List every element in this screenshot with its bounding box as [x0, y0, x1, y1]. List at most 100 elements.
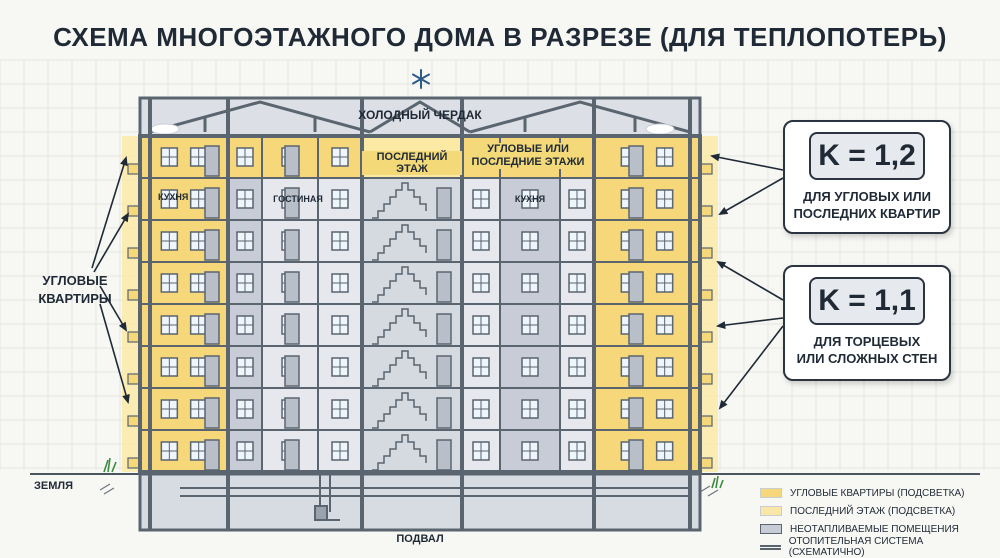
- coefficient-value: K = 1,2: [809, 132, 925, 180]
- window-icon: [568, 399, 586, 419]
- window-icon: [472, 399, 490, 419]
- legend-swatch: [760, 544, 781, 550]
- window-icon: [331, 399, 349, 419]
- legend-swatch: [760, 506, 782, 516]
- window-icon: [568, 231, 586, 251]
- window-icon: [655, 273, 674, 293]
- legend-item: ОТОПИТЕЛЬНАЯ СИСТЕМА (СХЕМАТИЧНО): [760, 536, 990, 558]
- window-icon: [568, 357, 586, 377]
- window-icon: [160, 273, 179, 293]
- arrow-line: [719, 325, 784, 409]
- legend-swatch: [760, 488, 782, 498]
- door-icon: [204, 355, 220, 387]
- door-panel: [284, 313, 300, 345]
- kitchen-left-label: КУХНЯ: [158, 192, 189, 202]
- window-icon: [189, 273, 208, 293]
- door-panel: [204, 355, 220, 387]
- stairs: [372, 392, 427, 429]
- roof-truss: [149, 100, 691, 134]
- door-icon: [284, 355, 300, 387]
- door-panel: [628, 271, 644, 303]
- door-icon: [436, 397, 452, 429]
- window-icon: [236, 231, 254, 251]
- stairs: [372, 434, 427, 471]
- window-icon: [236, 147, 254, 167]
- arrow-head: [709, 153, 720, 162]
- heating-valve: [314, 505, 328, 521]
- coefficient-description-line-2: ИЛИ СЛОЖНЫХ СТЕН: [796, 351, 938, 366]
- living-room-label: ГОСТИНАЯ: [273, 194, 323, 204]
- window-icon: [189, 189, 208, 209]
- door-panel: [284, 397, 300, 429]
- door-icon: [628, 271, 644, 303]
- attic-label: ХОЛОДНЫЙ ЧЕРДАК: [358, 108, 482, 122]
- window-icon: [331, 357, 349, 377]
- window-icon: [655, 231, 674, 251]
- window-icon: [331, 189, 349, 209]
- door-icon: [436, 229, 452, 261]
- corner-or-top-line-2: ПОСЛЕДНИЕ ЭТАЖИ: [471, 156, 585, 168]
- window-icon: [655, 357, 674, 377]
- heating-main: [180, 487, 690, 497]
- door-icon: [436, 187, 452, 219]
- soil-marks: [99, 483, 719, 497]
- coefficient-description-line-2: ПОСЛЕДНИХ КВАРТИР: [793, 206, 941, 221]
- pointer-arrows: [91, 153, 784, 410]
- stair-steps: [372, 182, 427, 219]
- arrow-head: [120, 212, 130, 223]
- door-icon: [204, 439, 220, 471]
- door-icon: [436, 313, 452, 345]
- door-panel: [628, 229, 644, 261]
- window-icon: [521, 231, 539, 251]
- window-icon: [472, 231, 490, 251]
- door-panel: [204, 145, 220, 177]
- corner-apartments-line-1: УГЛОВЫЕ: [42, 273, 108, 288]
- window-icon: [160, 231, 179, 251]
- corner-apartment: [593, 387, 701, 431]
- corner-apartment: [593, 135, 701, 179]
- window-icon: [472, 189, 490, 209]
- coefficient-description-line-1: ДЛЯ ТОРЦЕВЫХ: [813, 334, 921, 349]
- stair-steps: [372, 434, 427, 471]
- door-panel: [204, 313, 220, 345]
- ground-label: ЗЕМЛЯ: [34, 480, 74, 492]
- stairs: [372, 308, 427, 345]
- window-icon: [521, 273, 539, 293]
- corner-apartment: [593, 303, 701, 347]
- attic-area: [138, 96, 702, 138]
- door-panel: [436, 439, 452, 471]
- door-icon: [628, 187, 644, 219]
- door-panel: [436, 271, 452, 303]
- coefficient-box-corner: K = 1,2 ДЛЯ УГЛОВЫХ ИЛИ ПОСЛЕДНИХ КВАРТИ…: [783, 120, 951, 234]
- window-icon: [655, 399, 674, 419]
- corner-apartment: [593, 261, 701, 305]
- legend-label: УГЛОВЫЕ КВАРТИРЫ (ПОДСВЕТКА): [790, 487, 965, 499]
- door-panel: [204, 229, 220, 261]
- coefficient-description-line-1: ДЛЯ УГЛОВЫХ ИЛИ: [803, 189, 931, 204]
- window-icon: [160, 315, 179, 335]
- corner-apartment: [593, 429, 701, 473]
- legend-label: НЕОТАПЛИВАЕМЫЕ ПОМЕЩЕНИЯ: [790, 523, 959, 535]
- window-icon: [521, 441, 539, 461]
- page-title: СХЕМА МНОГОЭТАЖНОГО ДОМА В РАЗРЕЗЕ (ДЛЯ …: [53, 22, 947, 52]
- door-icon: [436, 439, 452, 471]
- stairs: [372, 350, 427, 387]
- window-icon: [331, 315, 349, 335]
- corner-or-top-line-1: УГЛОВЫЕ ИЛИ: [487, 143, 569, 155]
- window-icon: [236, 399, 254, 419]
- coefficient-box-end-walls: K = 1,1 ДЛЯ ТОРЦЕВЫХ ИЛИ СЛОЖНЫХ СТЕН: [783, 265, 951, 381]
- stair-steps: [372, 224, 427, 261]
- door-panel: [436, 187, 452, 219]
- stair-steps: [372, 308, 427, 345]
- door-icon: [284, 187, 300, 219]
- door-panel: [284, 439, 300, 471]
- window-icon: [331, 273, 349, 293]
- window-icon: [236, 315, 254, 335]
- window-icon: [236, 273, 254, 293]
- arrow-line: [717, 261, 784, 301]
- door-icon: [628, 313, 644, 345]
- arrow-line: [719, 177, 784, 215]
- door-icon: [284, 229, 300, 261]
- door-panel: [284, 187, 300, 219]
- door-panel: [628, 145, 644, 177]
